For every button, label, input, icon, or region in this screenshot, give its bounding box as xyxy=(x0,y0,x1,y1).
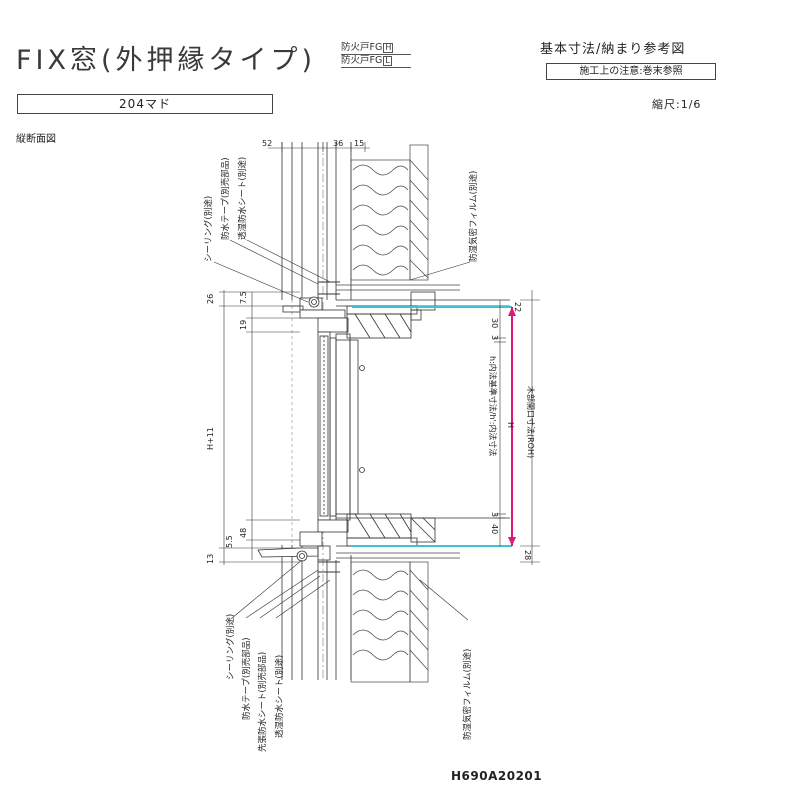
dimension-lines xyxy=(219,142,540,565)
window-body xyxy=(317,331,365,521)
screws xyxy=(318,281,340,573)
top-dim-52: 52 xyxy=(262,139,272,148)
label-roh: 木部開口寸法(ROH) xyxy=(526,386,536,458)
bottom-leaders xyxy=(231,559,469,621)
right-dim-28: 28 xyxy=(523,550,532,560)
insulation-bottom xyxy=(336,552,460,683)
left-dim-7-5: 7.5 xyxy=(239,291,248,304)
construction-note: 施工上の注意:巻末参照 xyxy=(546,63,716,80)
sill-frame xyxy=(257,513,510,562)
right-dim-40: 40 xyxy=(490,524,499,534)
fire-badge-l-mark: L xyxy=(383,56,392,66)
left-dim-h11: H+11 xyxy=(206,427,215,450)
left-dim-13: 13 xyxy=(206,554,215,564)
fire-badge-h-label: 防火戸FG xyxy=(341,42,383,53)
top-leaders xyxy=(213,239,471,303)
left-dim-48: 48 xyxy=(239,528,248,538)
magenta-arrow-bottom xyxy=(508,537,516,546)
left-dim-5-5: 5.5 xyxy=(225,535,234,548)
callout-sealing-bottom: シーリング(別途) xyxy=(225,614,236,680)
fire-badge-h-mark: H xyxy=(383,43,394,53)
callout-vapor-film-top: 防湿気密フィルム(別途) xyxy=(468,171,479,262)
callout-waterproof-tape-top: 防水テープ(別売部品) xyxy=(220,157,231,240)
scale-label: 縮尺:1/6 xyxy=(652,98,702,111)
top-dim-15: 15 xyxy=(354,139,364,148)
right-dim-3-bottom: 3 xyxy=(490,512,499,517)
callout-waterproof-tape-bottom: 防水テープ(別売部品) xyxy=(241,637,252,720)
page-title: FIX窓(外押縁タイプ) xyxy=(16,45,317,76)
callout-breathable-sheet-top: 透湿防水シート(別途) xyxy=(237,157,248,240)
reference-title: 基本寸法/納まり参考図 xyxy=(540,42,686,57)
callout-vapor-film-bottom: 防湿気密フィルム(別途) xyxy=(462,649,473,740)
magenta-arrow-top xyxy=(508,307,516,316)
callout-sealing-top: シーリング(別途) xyxy=(203,196,214,262)
insulation-top xyxy=(336,144,460,291)
callout-breathable-sheet-bottom: 透湿防水シート(別途) xyxy=(274,655,285,738)
fire-badge-l-label: 防火戸FG xyxy=(341,55,383,66)
model-name: 204マド xyxy=(17,94,273,114)
wall-layers xyxy=(281,142,352,680)
label-inner-dims: h:内法基準寸法/h':内法寸法 xyxy=(488,356,498,456)
right-dim-3-top: 3 xyxy=(490,335,499,340)
view-label: 縦断面図 xyxy=(16,134,56,145)
head-frame xyxy=(282,291,510,339)
label-h: H xyxy=(506,422,515,428)
right-dim-22: 22 xyxy=(513,302,522,312)
top-dim-36: 36 xyxy=(333,139,343,148)
left-dim-19: 19 xyxy=(239,320,248,330)
right-dim-30: 30 xyxy=(490,318,499,328)
callout-pre-waterproof-sheet-bottom: 先張防水シート(別売部品) xyxy=(257,652,268,752)
left-dim-26: 26 xyxy=(206,294,215,304)
drawing-code: H690A20201 xyxy=(451,769,543,783)
